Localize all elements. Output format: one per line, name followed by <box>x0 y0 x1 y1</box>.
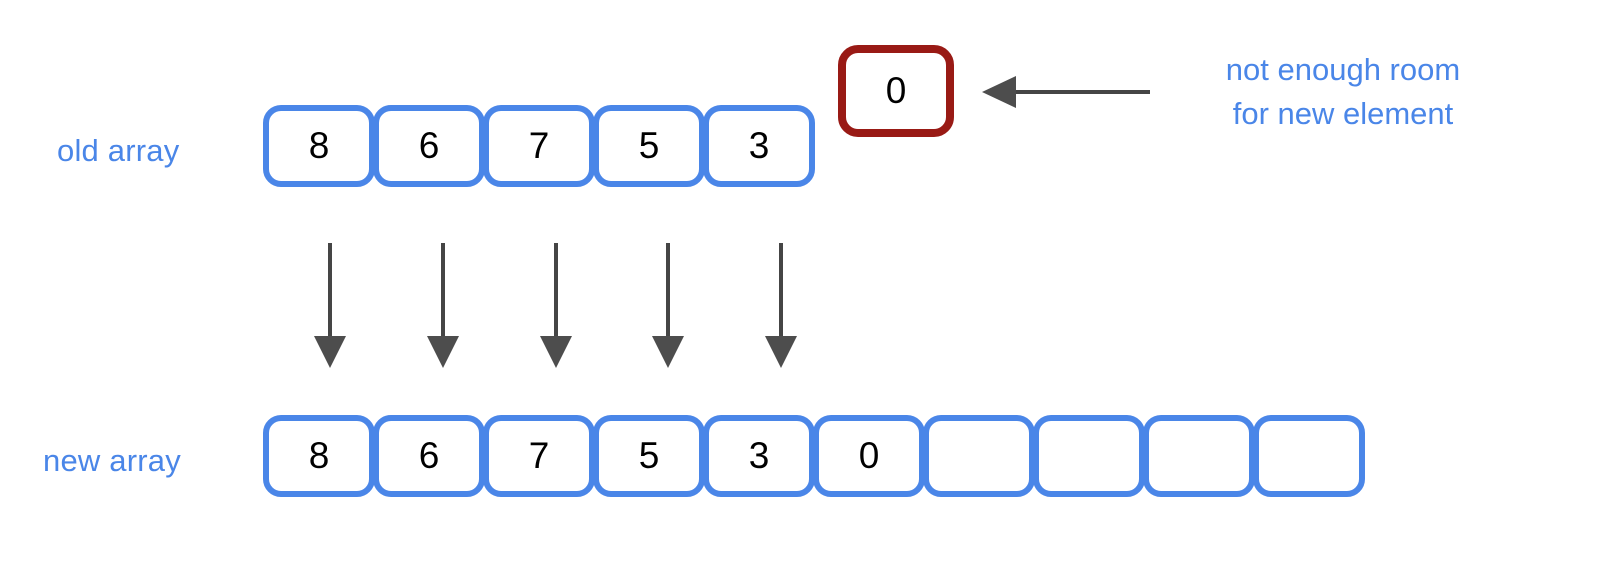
new-array-cell-7[interactable] <box>1033 415 1145 497</box>
cell-value: 8 <box>308 125 330 166</box>
cell-value: 6 <box>418 125 440 166</box>
old-array-cell-4[interactable]: 3 <box>703 105 815 187</box>
new-array-cell-3[interactable]: 5 <box>593 415 705 497</box>
new-array-cell-6[interactable] <box>923 415 1035 497</box>
cell-value: 0 <box>858 435 880 476</box>
cell-value: 3 <box>748 125 770 166</box>
new-array-cell-2[interactable]: 7 <box>483 415 595 497</box>
copy-arrow-3 <box>652 243 684 368</box>
new-array-label: new array <box>43 443 181 478</box>
cell-value: 7 <box>528 435 550 476</box>
cell-value: 6 <box>418 435 440 476</box>
copy-arrows-group <box>314 243 797 368</box>
annotation-line-1: not enough room <box>1225 52 1461 87</box>
old-array-cell-0[interactable]: 8 <box>263 105 375 187</box>
cell-value: 3 <box>748 435 770 476</box>
overflow-cell[interactable]: 0 <box>838 45 954 137</box>
copy-arrow-0 <box>314 243 346 368</box>
old-array-label: old array <box>57 133 180 168</box>
annotation-not-enough-room: not enough room for new element <box>1198 48 1488 136</box>
annotation-line-2: for new element <box>1232 96 1454 132</box>
copy-arrow-1 <box>427 243 459 368</box>
cell-value: 8 <box>308 435 330 476</box>
new-array-cell-5[interactable]: 0 <box>813 415 925 497</box>
old-array: 8 6 7 5 3 <box>263 105 815 187</box>
copy-arrow-4 <box>765 243 797 368</box>
new-array-cell-9[interactable] <box>1253 415 1365 497</box>
new-array-cell-4[interactable]: 3 <box>703 415 815 497</box>
new-array-cell-8[interactable] <box>1143 415 1255 497</box>
new-array-cell-0[interactable]: 8 <box>263 415 375 497</box>
new-array: 8 6 7 5 3 0 <box>263 415 1365 497</box>
cell-value: 5 <box>638 435 660 476</box>
cell-value: 0 <box>885 70 907 111</box>
callout-arrow <box>982 76 1150 108</box>
cell-value: 5 <box>638 125 660 166</box>
cell-value: 7 <box>528 125 550 166</box>
new-array-cell-1[interactable]: 6 <box>373 415 485 497</box>
copy-arrow-2 <box>540 243 572 368</box>
old-array-cell-1[interactable]: 6 <box>373 105 485 187</box>
old-array-cell-3[interactable]: 5 <box>593 105 705 187</box>
old-array-cell-2[interactable]: 7 <box>483 105 595 187</box>
